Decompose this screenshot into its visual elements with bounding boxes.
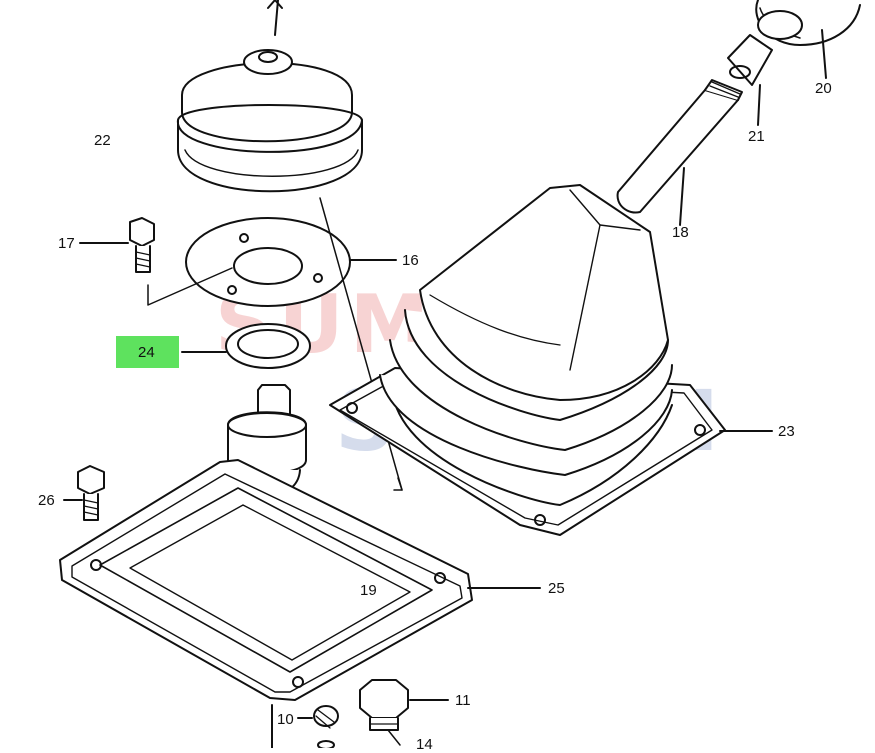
part-label-22: 22 <box>94 132 111 149</box>
part-label-24: 24 <box>138 344 155 361</box>
part-16-plate <box>147 217 397 307</box>
part-21-collar <box>727 34 773 126</box>
part-26-bolt <box>63 465 105 521</box>
part-24-washer <box>181 323 311 369</box>
part-label-11: 11 <box>455 692 471 709</box>
part-label-14: 14 <box>416 736 433 753</box>
highlight-part-24 <box>116 336 179 368</box>
part-label-18: 18 <box>672 224 689 241</box>
part-label-17: 17 <box>58 235 75 252</box>
part-11-plug <box>359 679 449 746</box>
part-25-base-plate <box>59 459 541 701</box>
part-label-10: 10 <box>277 711 294 728</box>
part-label-25: 25 <box>548 580 565 597</box>
part-label-16: 16 <box>402 252 419 269</box>
part-18-shift-lever <box>616 79 743 226</box>
part-label-26: 26 <box>38 492 55 509</box>
part-23-shift-boot <box>329 184 773 536</box>
part-label-19: 19 <box>360 582 377 599</box>
part-20-knob <box>755 0 861 79</box>
part-label-21: 21 <box>748 128 765 145</box>
part-label-20: 20 <box>815 80 832 97</box>
part-17-bolt <box>79 217 155 273</box>
part-10-screw <box>271 704 339 748</box>
part-22-boot-cap <box>176 0 363 193</box>
part-label-23: 23 <box>778 423 795 440</box>
